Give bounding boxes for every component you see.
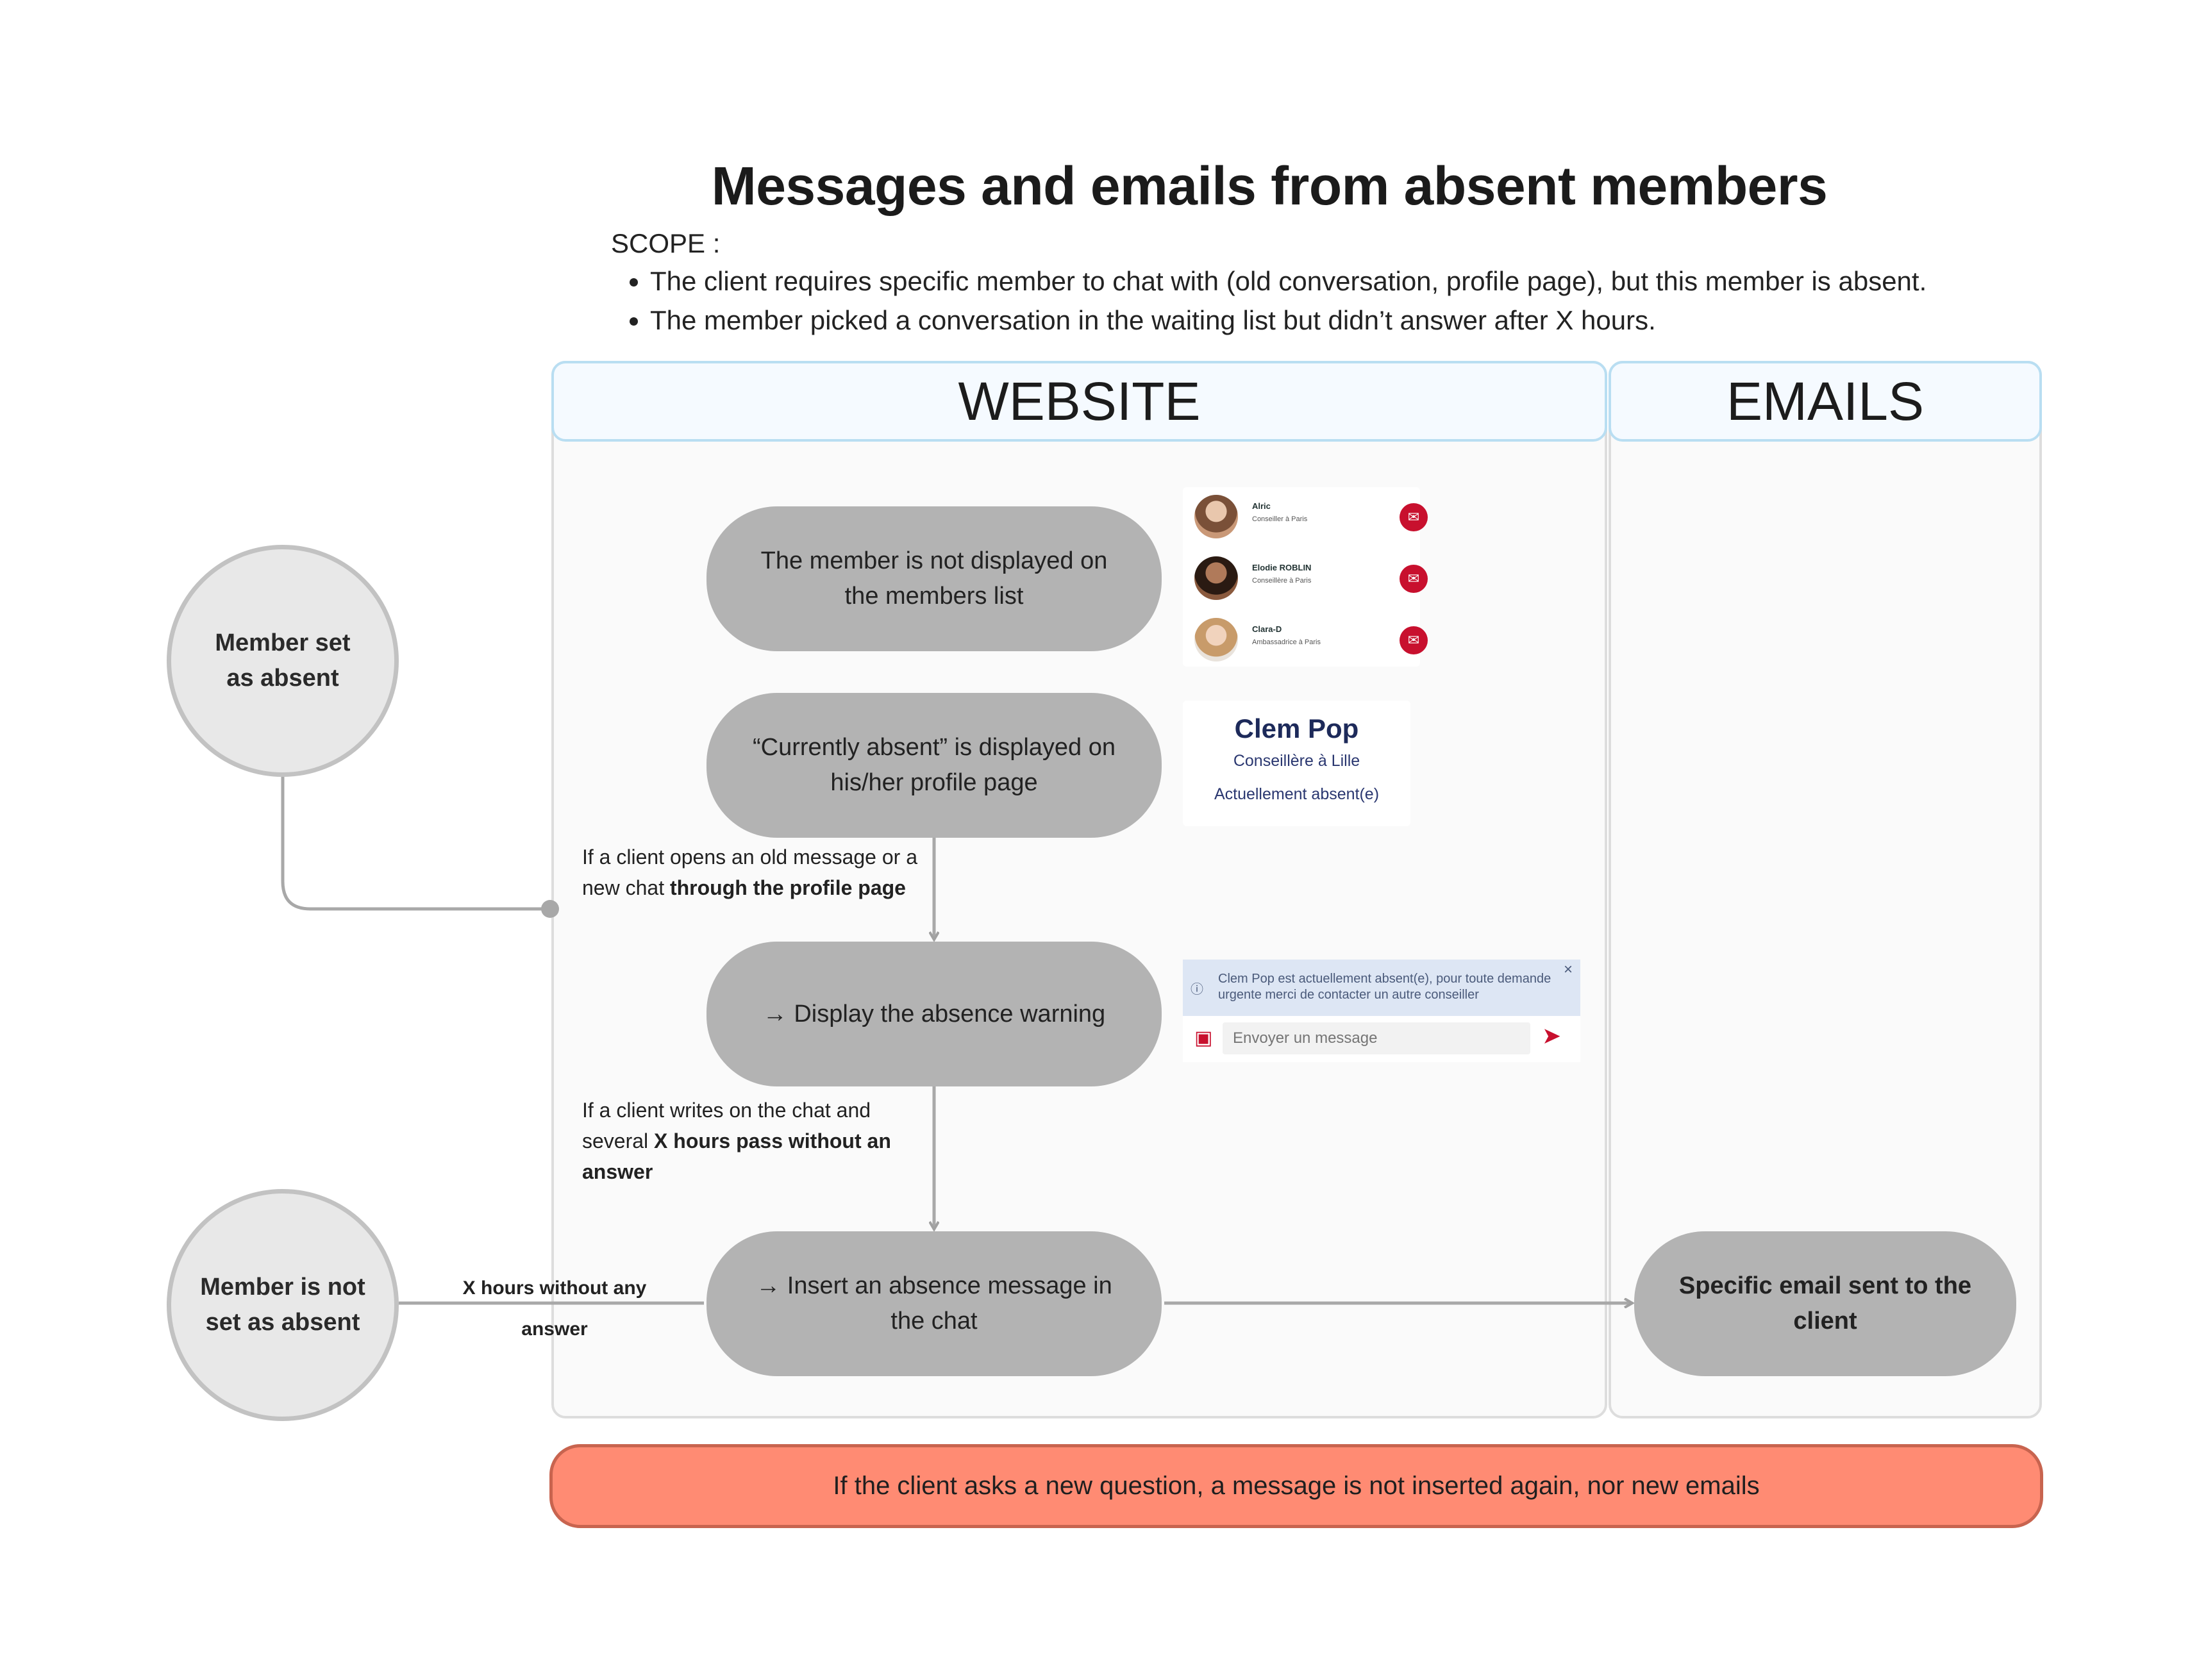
rule-banner: If the client asks a new question, a mes… bbox=[549, 1444, 2043, 1528]
chat-bubbles-icon[interactable]: ✉ bbox=[1400, 626, 1428, 654]
chat-bubbles-icon[interactable]: ✉ bbox=[1400, 503, 1428, 531]
page-title: Messages and emails from absent members bbox=[711, 156, 1828, 216]
message-input[interactable] bbox=[1223, 1022, 1530, 1054]
avatar bbox=[1194, 618, 1238, 661]
profile-preview: Clem Pop Conseillère à Lille Actuellemen… bbox=[1183, 701, 1410, 826]
avatar bbox=[1194, 495, 1238, 538]
avatar bbox=[1194, 556, 1238, 600]
edge-label-hours: X hours without any answer bbox=[462, 1277, 647, 1340]
note-text: If a client opens an old message or a ne… bbox=[582, 845, 917, 899]
profile-status: Actuellement absent(e) bbox=[1214, 785, 1380, 803]
profile-role: Conseillère à Lille bbox=[1233, 752, 1360, 770]
start-member-not-absent: Member is not set as absent bbox=[167, 1189, 399, 1421]
scope-label: SCOPE : bbox=[611, 228, 721, 258]
member-row[interactable]: Elodie ROBLIN Conseillère à Paris ✉ bbox=[1194, 556, 1428, 608]
warning-text: Clem Pop est actuellement absent(e), pou… bbox=[1218, 972, 1551, 1002]
note-bold: through the profile page bbox=[669, 876, 906, 899]
step-email-sent: Specific email sent to the client bbox=[1634, 1231, 2016, 1376]
image-icon[interactable]: ▣ bbox=[1194, 1027, 1213, 1049]
chat-bubbles-icon[interactable]: ✉ bbox=[1400, 565, 1428, 593]
note-bold: X hours pass without an answer bbox=[582, 1129, 891, 1183]
lane-website-header: WEBSITE bbox=[551, 361, 1607, 442]
member-name: Alric bbox=[1252, 501, 1271, 511]
step-currently-absent: “Currently absent” is displayed on his/h… bbox=[706, 693, 1162, 838]
step-not-displayed: The member is not displayed on the membe… bbox=[706, 506, 1162, 651]
connector-absent bbox=[281, 777, 550, 911]
connector-dot bbox=[541, 900, 559, 918]
close-icon[interactable]: × bbox=[1564, 961, 1573, 978]
members-list-preview: Alric Conseiller à Paris ✉ Elodie ROBLIN… bbox=[1183, 487, 1428, 669]
circle-label: Member set as absent bbox=[215, 629, 351, 692]
chat-warning-preview: ⓘ Clem Pop est actuellement absent(e), p… bbox=[1183, 960, 1580, 1062]
member-row[interactable]: Clara-D Ambassadrice à Paris ✉ bbox=[1194, 618, 1428, 669]
step-display-warning: → Display the absence warning bbox=[706, 942, 1162, 1086]
step-insert-message: → Insert an absence message in the chat bbox=[706, 1231, 1162, 1376]
start-member-absent: Member set as absent bbox=[167, 545, 399, 777]
circle-label: Member is not set as absent bbox=[200, 1274, 365, 1336]
note-profile-open: If a client opens an old message or a ne… bbox=[582, 842, 941, 903]
note-text: If a client writes on the chat and sever… bbox=[582, 1099, 871, 1152]
send-icon[interactable]: ➤ bbox=[1542, 1022, 1562, 1049]
note-hours: If a client writes on the chat and sever… bbox=[582, 1095, 941, 1187]
info-icon: ⓘ bbox=[1191, 983, 1203, 997]
member-role: Conseiller à Paris bbox=[1252, 515, 1308, 523]
profile-name: Clem Pop bbox=[1234, 713, 1359, 744]
member-role: Conseillère à Paris bbox=[1252, 577, 1312, 585]
absence-warning: ⓘ Clem Pop est actuellement absent(e), p… bbox=[1183, 960, 1580, 1016]
scope-item: The member picked a conversation in the … bbox=[650, 301, 1927, 340]
member-role: Ambassadrice à Paris bbox=[1252, 638, 1321, 646]
scope-list: The client requires specific member to c… bbox=[615, 262, 1927, 340]
member-row[interactable]: Alric Conseiller à Paris ✉ bbox=[1194, 495, 1428, 546]
lane-emails-header: EMAILS bbox=[1609, 361, 2042, 442]
scope-item: The client requires specific member to c… bbox=[650, 262, 1927, 301]
member-name: Elodie ROBLIN bbox=[1252, 563, 1312, 572]
member-name: Clara-D bbox=[1252, 624, 1282, 634]
